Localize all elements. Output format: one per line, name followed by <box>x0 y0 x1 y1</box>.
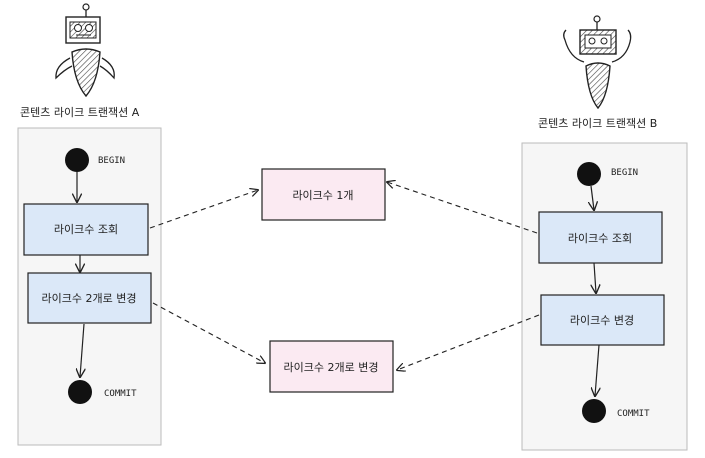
like-count-updated-box <box>269 340 394 393</box>
robot-b-icon <box>563 15 632 110</box>
commit-label-b: COMMIT <box>617 409 650 419</box>
commit-node-a <box>68 380 92 404</box>
begin-node-b <box>577 162 601 186</box>
step-b-update <box>540 294 665 346</box>
like-count-box <box>261 168 386 221</box>
actor-a-title: 콘텐츠 라이크 트랜잭션 A <box>20 106 140 119</box>
step-a-update <box>27 272 152 324</box>
connector-b-query <box>387 182 538 234</box>
begin-label-a: BEGIN <box>98 156 125 166</box>
commit-node-b <box>582 399 606 423</box>
like-count-box-label: 라이크수 1개 <box>292 189 353 202</box>
connector-b-update <box>397 314 540 370</box>
like-count-updated-box-label: 라이크수 2개로 변경 <box>284 361 379 374</box>
begin-label-b: BEGIN <box>611 168 638 178</box>
robot-a-icon <box>55 3 115 98</box>
step-a-query <box>23 203 149 256</box>
begin-node-a <box>65 148 89 172</box>
connector-a-update <box>152 302 265 363</box>
step-a-update-label: 라이크수 2개로 변경 <box>42 292 137 305</box>
commit-label-a: COMMIT <box>104 389 137 399</box>
actor-b-title: 콘텐츠 라이크 트랜잭션 B <box>538 117 657 130</box>
connector-a-query <box>149 190 258 229</box>
step-b-update-label: 라이크수 변경 <box>570 314 634 327</box>
step-a-query-label: 라이크수 조회 <box>54 223 118 236</box>
step-b-query <box>538 211 663 264</box>
step-b-query-label: 라이크수 조회 <box>568 232 632 245</box>
